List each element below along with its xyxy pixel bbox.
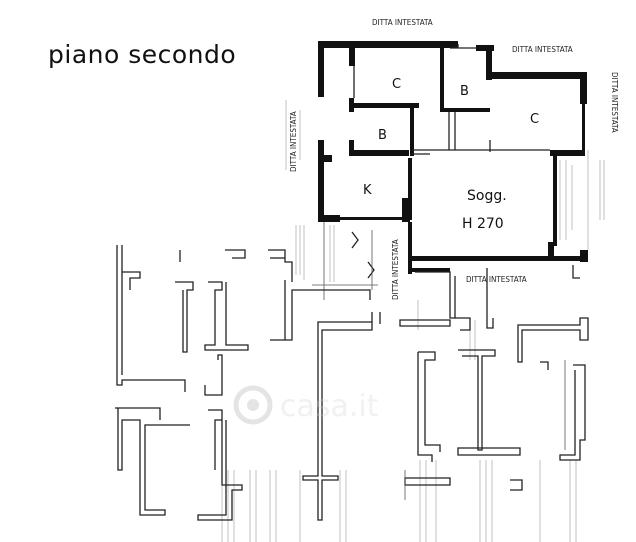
watermark-logo-icon (233, 385, 273, 425)
room-label-b-top: B (460, 84, 469, 99)
watermark-text: casa.it (280, 389, 379, 424)
neighbor-walls-right (399, 265, 589, 500)
neighbor-label-top-right: DITTA INTESTATA (512, 45, 573, 54)
hatching (221, 100, 605, 542)
watermark: casa.it (233, 385, 379, 425)
neighbor-labels: DITTA INTESTATA DITTA INTESTATA DITTA IN… (289, 18, 619, 300)
neighbor-label-top: DITTA INTESTATA (372, 18, 433, 27)
neighbor-walls-left (115, 245, 381, 521)
room-label-living: Sogg. (467, 188, 507, 204)
room-label-c-right: C (530, 112, 539, 127)
room-labels: C B C B K Sogg. H 270 (363, 77, 539, 232)
neighbor-label-left: DITTA INTESTATA (289, 111, 298, 172)
neighbor-label-bottom: DITTA INTESTATA (466, 275, 527, 284)
main-unit-walls (318, 41, 588, 274)
main-unit-details (312, 44, 550, 300)
room-label-height: H 270 (462, 216, 504, 232)
neighbor-label-right: DITTA INTESTATA (610, 72, 619, 133)
watermark-logo-dot-icon (247, 399, 259, 411)
room-label-b-left: B (378, 128, 387, 143)
room-label-c-left: C (392, 77, 401, 92)
room-label-k: K (363, 183, 372, 198)
floor-title: piano secondo (48, 40, 237, 69)
neighbor-label-middle: DITTA INTESTATA (391, 239, 400, 300)
